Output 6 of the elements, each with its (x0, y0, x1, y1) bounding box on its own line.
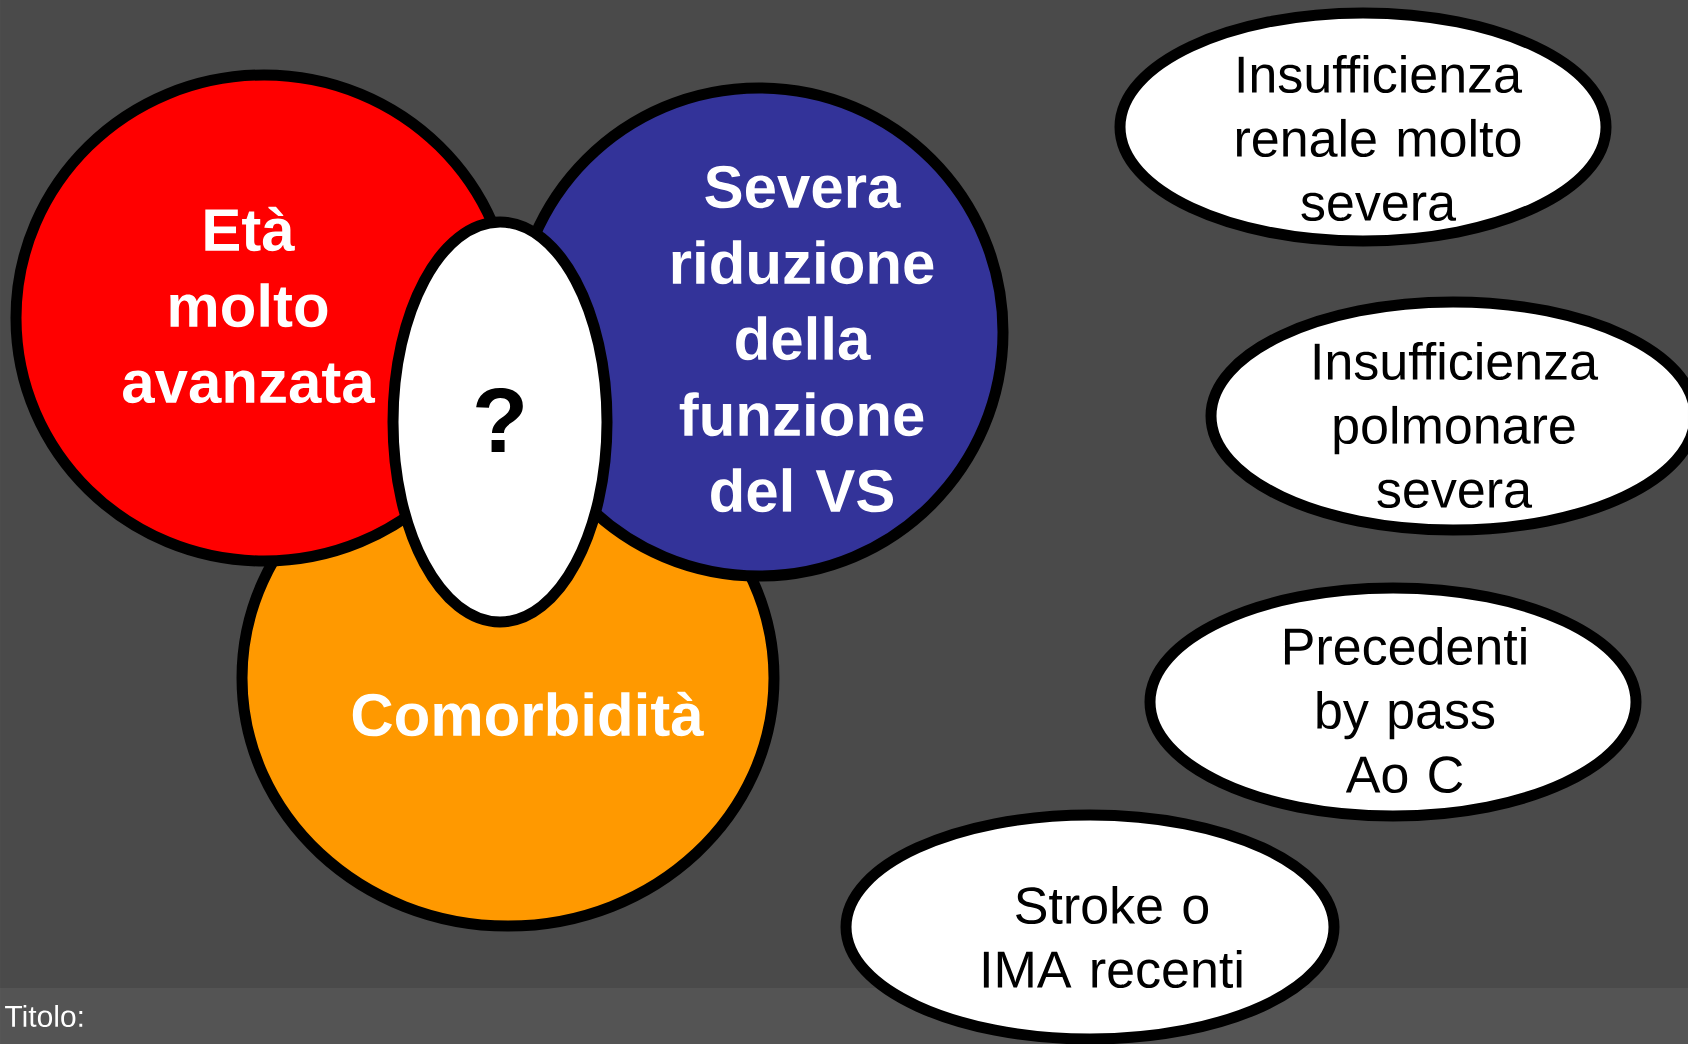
footer-label: Titolo: (5, 1005, 83, 1027)
oval: Insufficienza polmonare severa (1205, 296, 1688, 536)
oval: Insufficienza renale molto severa (1114, 7, 1612, 247)
oval: Stroke o IMA recenti (840, 809, 1340, 1044)
question-oval: ? (387, 216, 613, 628)
oval: Precedenti by pass Ao C (1144, 582, 1642, 822)
